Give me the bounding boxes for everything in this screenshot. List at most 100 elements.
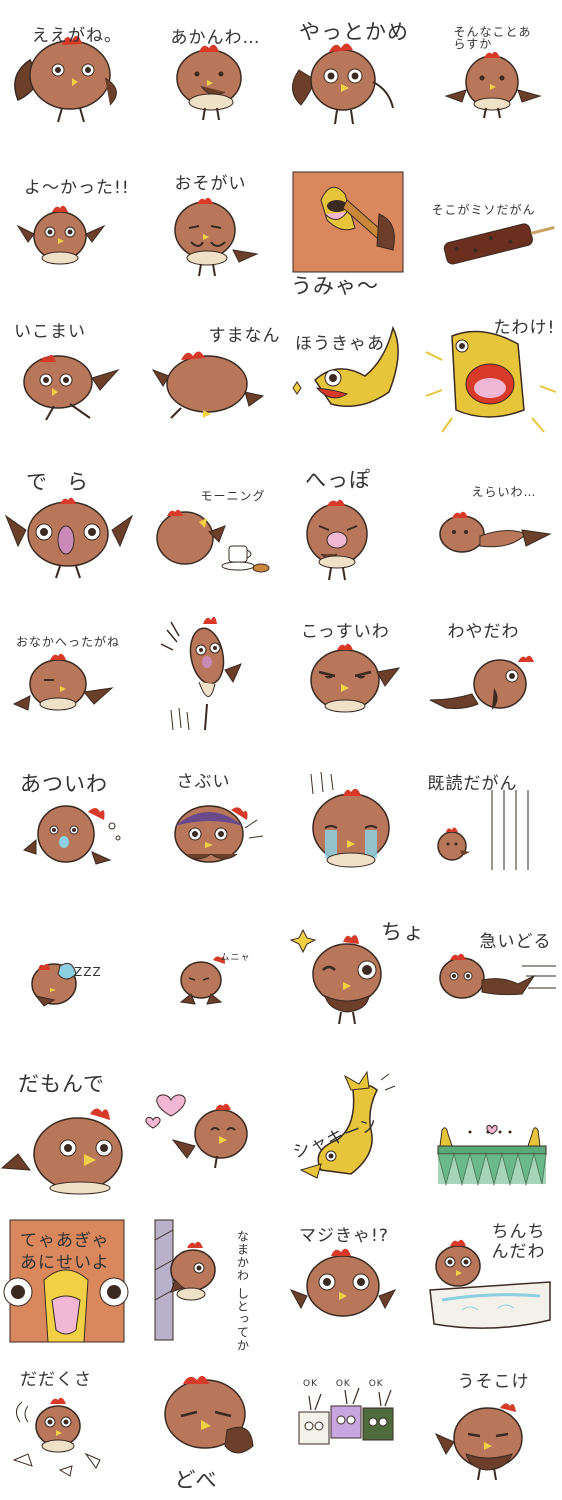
chicken-liar-icon [434, 1403, 523, 1481]
chicken-happy-icon [16, 205, 106, 265]
chicken-hot-icon [22, 805, 121, 865]
sticker-3-caption: やっとかめ [299, 20, 409, 44]
sticker-4[interactable]: そんなことあらすか [422, 0, 562, 150]
sticker-8[interactable]: そこがミソだがん [422, 150, 562, 300]
chicken-cold-icon [173, 805, 263, 863]
sticker-37[interactable]: だだくさ [0, 1350, 141, 1500]
chicken-last-icon [163, 1375, 254, 1454]
sticker-12-caption: たわけ! [493, 318, 556, 338]
sticker-10-caption: すまなんだ [208, 326, 282, 346]
sticker-39-caption: OK OK OK [303, 1379, 384, 1389]
sticker-8-caption: そこがミソだがん [431, 203, 536, 217]
sticker-13[interactable]: でら [0, 450, 141, 600]
sticker-3[interactable]: やっとかめ [281, 0, 422, 150]
sticker-19-caption: こっすいわ [301, 622, 390, 642]
chicken-tired-icon [438, 511, 552, 553]
chicken-messy-icon [12, 1397, 101, 1477]
sticker-24-caption: 既読だがん [427, 774, 518, 794]
chicken-bowing-icon [151, 351, 264, 419]
chicken-peek-icon [0, 1108, 123, 1195]
sticker-17[interactable]: おなかへったがね [0, 600, 141, 750]
sticker-9[interactable]: いこまい [0, 300, 141, 450]
sticker-15[interactable]: へっぽ [281, 450, 422, 600]
sticker-15-caption: へっぽ [305, 468, 371, 492]
sticker-35[interactable]: マジきゃ!? [281, 1200, 422, 1350]
sticker-5-caption: よ〜かった!! [24, 178, 130, 198]
sticker-29[interactable]: だもんで [0, 1050, 141, 1200]
sticker-14[interactable]: モーニング [141, 450, 282, 600]
chicken-waving-icon [14, 35, 117, 123]
sticker-12[interactable]: たわけ! [422, 300, 562, 450]
sticker-1-caption: ええがね。 [32, 26, 122, 46]
sticker-22[interactable]: さぶい [141, 750, 282, 900]
sticker-38[interactable]: どべ [141, 1350, 282, 1500]
chicken-wink-icon [289, 928, 382, 1025]
sticker-2[interactable]: あかんわ… [141, 0, 282, 150]
sticker-20-caption: わやだわ [447, 622, 520, 642]
chicken-closeup-icon [3, 1219, 129, 1343]
sticker-33-caption: てゃあぎゃあにせいよ [20, 1231, 110, 1274]
sticker-17-caption: おなかへったがね [16, 635, 121, 649]
sticker-32[interactable] [422, 1050, 562, 1200]
sticker-1[interactable]: ええがね。 [0, 0, 141, 150]
sticker-33[interactable]: てゃあぎゃあにせいよ [0, 1200, 141, 1350]
chicken-drowsy-icon [179, 956, 225, 1005]
chicken-question-icon [289, 1248, 397, 1317]
sticker-21-caption: あついわ [20, 772, 108, 796]
chicken-shocked-icon [160, 616, 242, 731]
chicken-running-icon [23, 354, 120, 421]
chicken-hurry-icon [438, 953, 556, 999]
sticker-29-caption: だもんで [18, 1072, 105, 1096]
golden-shachihoko-icon [292, 325, 399, 407]
sticker-27[interactable]: ちょ [281, 900, 422, 1050]
chicken-surprised-icon [4, 497, 134, 579]
sticker-26[interactable]: ムニャ [141, 900, 282, 1050]
sticker-30[interactable] [141, 1050, 282, 1200]
sticker-20[interactable]: わやだわ [422, 600, 562, 750]
sticker-40-caption: うそこけ [457, 1372, 530, 1392]
chicken-lazy-icon [154, 1219, 216, 1341]
chicken-shrug-icon [443, 51, 542, 119]
sticker-34-caption: なまかわ しとってかんよ [235, 1230, 250, 1350]
sticker-11[interactable]: ほうきゃあ [281, 300, 422, 450]
sticker-16-caption: えらいわ… [471, 485, 537, 499]
shachihoko-pose-icon [299, 1070, 396, 1179]
sticker-11-caption: ほうきゃあ [295, 334, 385, 354]
sticker-36[interactable]: ちんちんだわ [422, 1200, 562, 1350]
sticker-34[interactable]: なまかわ しとってかんよ [141, 1200, 282, 1350]
sticker-27-caption: ちょ [381, 920, 422, 944]
sticker-24[interactable]: 既読だがん [422, 750, 562, 900]
sticker-26-caption: ムニャ [220, 953, 251, 963]
sticker-16[interactable]: えらいわ… [422, 450, 562, 600]
sticker-36-caption: ちんちんだわ [491, 1222, 546, 1263]
sticker-28-caption: 急いどる [479, 932, 552, 952]
sticker-2-caption: あかんわ… [170, 28, 261, 48]
sticker-39[interactable]: OK OK OK [281, 1350, 422, 1500]
sticker-9-caption: いこまい [14, 322, 86, 342]
castle-shachihoko-icon [436, 1125, 547, 1186]
chicken-collapse-icon [429, 655, 534, 710]
sticker-6[interactable]: おそがい [141, 150, 282, 300]
chicken-read-icon [436, 790, 528, 870]
chicken-greeting-icon [292, 43, 394, 125]
sticker-25-caption: ZZZ [74, 965, 102, 979]
sticker-31[interactable]: シャキーン [281, 1050, 422, 1200]
chicken-sleeping-icon [31, 962, 77, 1007]
chicken-sly-icon [310, 643, 401, 713]
sticker-19[interactable]: こっすいわ [281, 600, 422, 750]
chicken-coffee-icon [155, 509, 269, 573]
sticker-23[interactable] [281, 750, 422, 900]
sticker-5[interactable]: よ〜かった!! [0, 150, 141, 300]
sticker-25[interactable]: ZZZ [0, 900, 141, 1050]
sticker-40[interactable]: うそこけ [422, 1350, 562, 1500]
sticker-18[interactable] [141, 600, 282, 750]
sticker-28[interactable]: 急いどる [422, 900, 562, 1050]
sticker-13-caption: でら [26, 470, 108, 494]
sticker-21[interactable]: あついわ [0, 750, 141, 900]
chicken-laugh-icon [306, 499, 368, 581]
sticker-7[interactable]: うみゃ〜 [281, 150, 422, 300]
sticker-10[interactable]: すまなんだ [141, 300, 282, 450]
miso-katsu-skewer-icon [443, 223, 555, 265]
sticker-4-caption: そんなことあらすか [453, 25, 532, 51]
